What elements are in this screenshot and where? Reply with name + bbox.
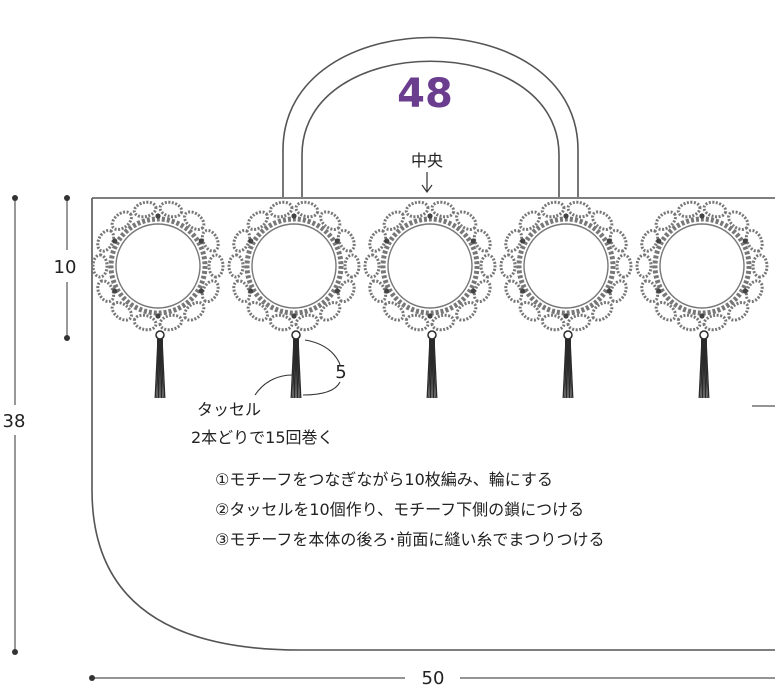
tassel (426, 330, 438, 399)
bag-height-label: 38 (3, 411, 26, 432)
dimension-bag-width (89, 675, 775, 681)
center-arrow-icon (421, 172, 433, 194)
bag-body (91, 197, 775, 651)
instruction-list: ①モチーフをつなぎながら10枚編み、輪にする ②タッセルを10個作り、モチーフ下… (215, 470, 605, 549)
tassel-length-label: 5 (335, 362, 346, 383)
dimension-bag-height (12, 195, 18, 655)
crochet-motif (499, 200, 633, 332)
bag-width-label: 50 (422, 668, 445, 686)
motif-row (91, 200, 769, 332)
pattern-number: 48 (397, 71, 453, 117)
tassel (154, 330, 166, 399)
instruction-item: ②タッセルを10個作り、モチーフ下側の鎖につける (215, 500, 584, 519)
crochet-motif (91, 200, 225, 332)
motif-height-label: 10 (54, 257, 77, 278)
tassel-note-detail: 2本どりで15回巻く (191, 428, 334, 447)
tassel (698, 330, 710, 399)
instruction-item: ③モチーフを本体の後ろ･前面に縫い糸でまつりつける (215, 530, 605, 549)
instruction-item: ①モチーフをつなぎながら10枚編み、輪にする (215, 470, 553, 489)
crochet-motif (227, 200, 361, 332)
center-label: 中央 (411, 151, 443, 170)
tassel-row (154, 330, 710, 399)
tassel (290, 330, 302, 399)
crochet-motif (363, 200, 497, 332)
tassel-note-title: タッセル (197, 400, 261, 419)
tassel-length-callout (302, 339, 341, 396)
bag-handle (282, 36, 579, 197)
tassel (562, 330, 574, 399)
crochet-motif (635, 200, 769, 332)
tassel-leader-line (254, 374, 293, 396)
dimension-motif-height (64, 195, 70, 341)
